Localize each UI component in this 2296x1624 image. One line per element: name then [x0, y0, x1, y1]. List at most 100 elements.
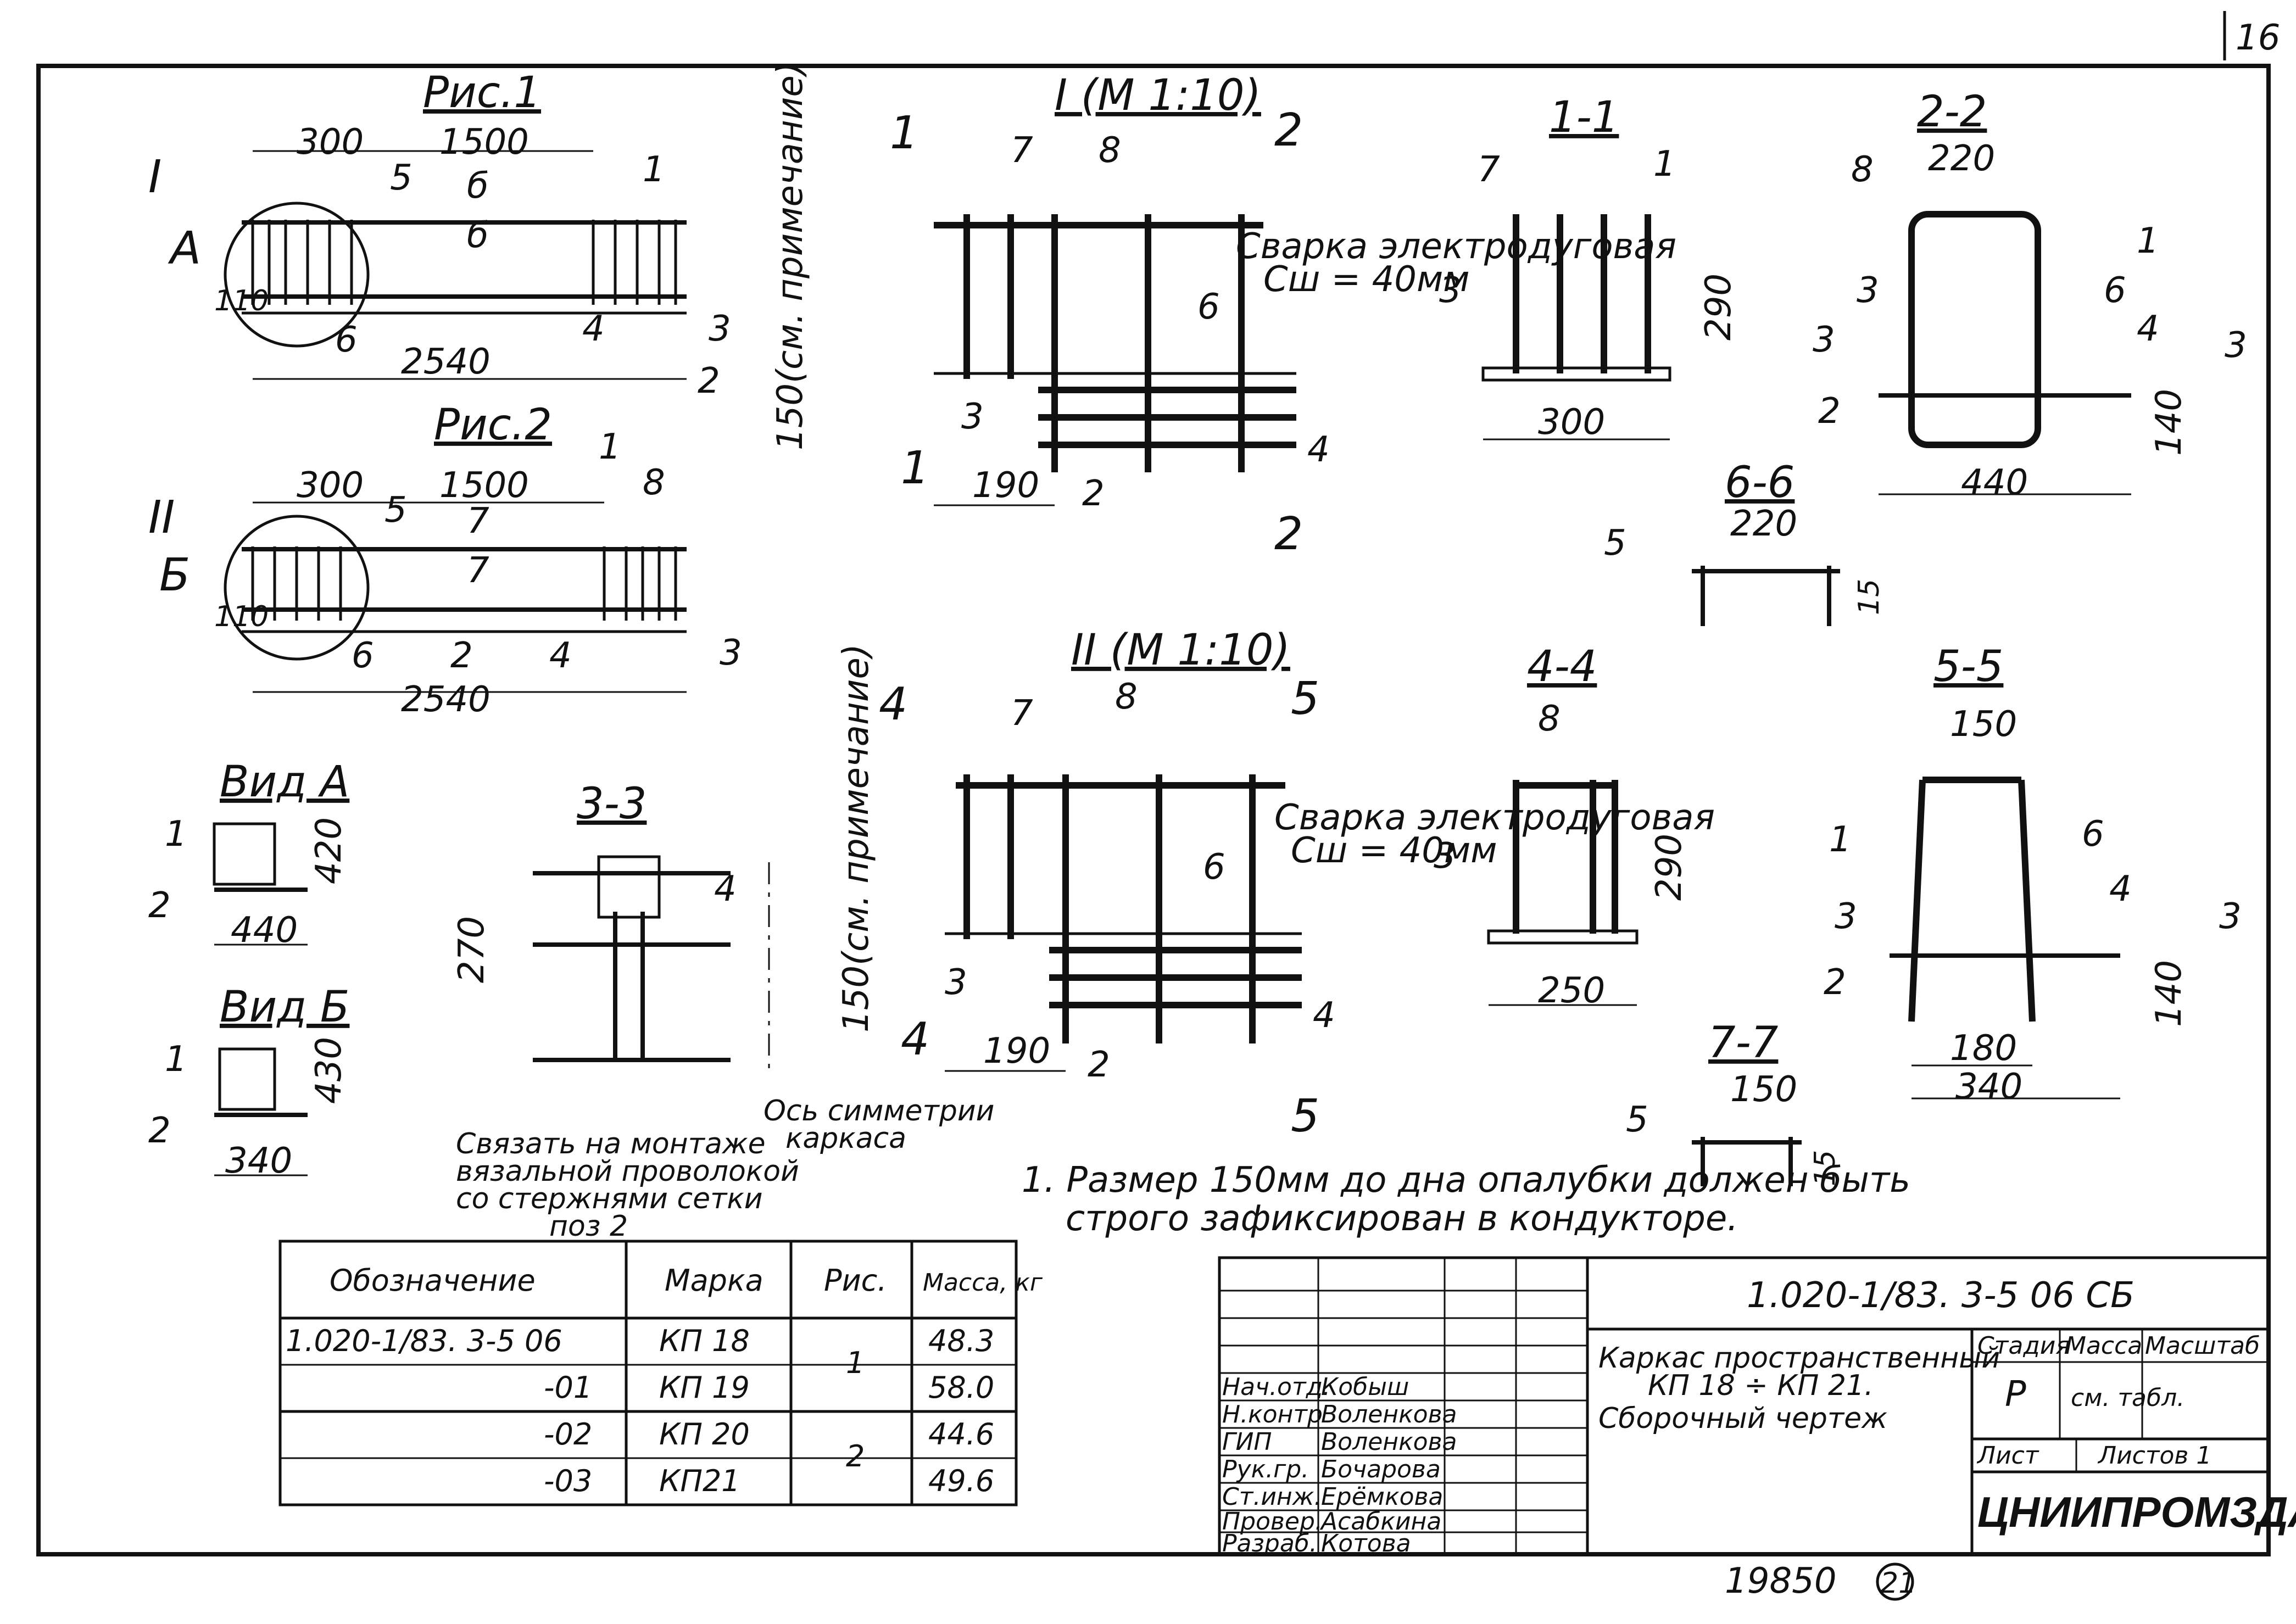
- detail1-pos-6: 6: [1197, 287, 1220, 327]
- detail2-bars: [956, 774, 1302, 1043]
- fig1-pos-5: 5: [390, 158, 413, 198]
- fig2-dim-300: 300: [297, 465, 364, 506]
- corner-mark: 16: [2236, 18, 2280, 58]
- sec11-base: [1481, 366, 1671, 382]
- fig1-dim-2540: 2540: [401, 342, 491, 382]
- sec66-pos-5: 5: [1604, 523, 1626, 563]
- spec-row2-designation: -01: [544, 1370, 592, 1405]
- sec33-pos-4: 4: [714, 869, 737, 909]
- spec-row1-mark: КП 18: [659, 1324, 750, 1358]
- viewB-pos-2: 2: [148, 1110, 171, 1151]
- sec77-dim-15: 15: [1809, 1150, 1842, 1186]
- title-block-scale-label: Масштаб: [2145, 1332, 2260, 1360]
- spec-table-frame: [278, 1240, 1018, 1506]
- view-b: Вид Б 340 430 1 2: [148, 983, 349, 1181]
- title-block-mass-label: Масса: [2065, 1332, 2142, 1360]
- sec55-pos-4: 4: [2109, 869, 2132, 909]
- detail1-vertical-dim: 150(см. примечание): [770, 62, 811, 450]
- spec-header-designation: Обозначение: [330, 1263, 536, 1298]
- viewB-shape: [218, 1047, 276, 1111]
- detail2-cut-5b: 5: [1291, 1090, 1319, 1142]
- viewB-dim-340: 340: [225, 1141, 292, 1181]
- sec77-pos-5: 5: [1626, 1100, 1648, 1140]
- staff-name-5: Ерёмкова: [1321, 1483, 1443, 1511]
- sec33-dim-270: 270: [452, 916, 492, 983]
- spec-row2-mark: КП 19: [659, 1370, 750, 1405]
- sheet-frame: [36, 64, 2271, 1556]
- section-5-5: 5-5 150 180 340 140 1 6 4 3 3 2: [1824, 642, 2242, 1107]
- fig2-dim-2540: 2540: [401, 679, 491, 720]
- fig2-pos-4: 4: [549, 635, 572, 676]
- section-7-7: 7-7 150 15 5: [1626, 1018, 1842, 1186]
- staff-name-6: Асабкина: [1319, 1508, 1441, 1536]
- fig2-pos-8: 8: [643, 462, 665, 503]
- staff-name-4: Бочарова: [1321, 1455, 1441, 1483]
- detail1-cut-2b: 2: [1274, 508, 1303, 560]
- detail2-pos-6: 6: [1203, 847, 1225, 888]
- title-block-stage-label: Стадия: [1977, 1332, 2070, 1360]
- viewA-pos-1: 1: [165, 814, 187, 855]
- detail1-view: I (М 1:10) 190 Сварка электродуговая Сш …: [770, 62, 1676, 560]
- sec22-pos-4: 4: [2137, 309, 2159, 349]
- fig1-label-I: I: [148, 151, 161, 203]
- spec-row1-fig: 1: [846, 1346, 865, 1380]
- detail1-cut-1b: 1: [901, 442, 929, 494]
- fig2-cut-72: 7: [467, 550, 489, 591]
- sec22-title: 2-2: [1917, 87, 1987, 137]
- staff-role-7: Разраб.: [1222, 1530, 1317, 1558]
- sec44-pos-8: 8: [1538, 699, 1561, 739]
- spec-header-mark: Марка: [665, 1263, 764, 1298]
- title-block-name1: Каркас пространственный: [1598, 1342, 2000, 1375]
- sec66-title: 6-6: [1725, 458, 1795, 507]
- spec-row4-mark: КП21: [659, 1464, 740, 1498]
- sec44-pos-3: 3: [1434, 836, 1456, 877]
- fig1-view: Рис.1 300 1500 2540 110 I A 1 2 3 4 5 6 …: [148, 68, 731, 401]
- sec44-dim-250: 250: [1538, 970, 1605, 1011]
- sec22-pos-2: 2: [1818, 391, 1841, 432]
- title-block: 1.020-1/83. 3-5 06 СБ Каркас пространств…: [1218, 1256, 2296, 1558]
- fig2-dim-1500: 1500: [439, 465, 529, 506]
- title-block-org: ЦНИИПРОМЗДАНИЙ: [1977, 1488, 2296, 1536]
- fig2-label-B: Б: [159, 549, 190, 601]
- sec22-dim-440: 440: [1961, 462, 2028, 503]
- detail2-pos-7: 7: [1011, 693, 1033, 734]
- detail2-weld-size: Сш = 40мм: [1291, 830, 1497, 871]
- fig1-pos-2: 2: [698, 361, 720, 401]
- sec33-plate: [597, 855, 661, 919]
- detail1-pos-8: 8: [1099, 130, 1121, 171]
- sec11-dim-300: 300: [1538, 402, 1605, 443]
- sec44-dim-290: 290: [1649, 834, 1690, 901]
- view-a: Вид А 440 420 1 2: [148, 757, 349, 951]
- staff-role-6: Провер.: [1222, 1508, 1323, 1536]
- detail2-dim-190: 190: [983, 1031, 1050, 1071]
- spec-row2-mass: 58.0: [928, 1370, 994, 1405]
- title-block-sheet-label: Лист: [1976, 1442, 2039, 1470]
- sec11-title: 1-1: [1549, 93, 1619, 142]
- detail2-cut-4a: 4: [879, 678, 907, 730]
- detail1-bars: [934, 214, 1296, 472]
- detail1-dim-190: 190: [972, 465, 1039, 506]
- sec11-pos-1: 1: [1653, 144, 1676, 185]
- sec33-note-line2: вязальной проволокой: [456, 1155, 799, 1188]
- sec33-axis-label1: Ось симметрии: [764, 1095, 994, 1128]
- detail1-pos-2: 2: [1082, 473, 1105, 514]
- title-block-code: 1.020-1/83. 3-5 06 СБ: [1747, 1275, 2135, 1316]
- fig1-pos-4: 4: [582, 309, 605, 349]
- viewA-title: Вид А: [220, 757, 349, 807]
- detail1-cut-1a: 1: [890, 107, 918, 159]
- sec33-title: 3-3: [577, 779, 647, 829]
- fig1-dim-300: 300: [297, 122, 364, 163]
- detail1-pos-7: 7: [1011, 130, 1033, 171]
- sec22-pos-6: 6: [2104, 270, 2126, 311]
- archive-number: 19850: [1725, 1561, 1837, 1601]
- sec33-note-line4: поз 2: [549, 1210, 628, 1243]
- fig1-dim-1500: 1500: [439, 122, 529, 163]
- section-2-2: 2-2 220 440 140 8 1 3 6 4 3 3 2: [1813, 87, 2247, 503]
- sheet-mark: 21: [1880, 1567, 1916, 1600]
- fig1-posts: [251, 220, 677, 305]
- sec77-dim-150: 150: [1730, 1069, 1797, 1110]
- sec22-pos-1: 1: [2137, 221, 2159, 261]
- sec55-cut-3b: 3: [2219, 896, 2242, 937]
- viewB-dim-430: 430: [309, 1037, 349, 1104]
